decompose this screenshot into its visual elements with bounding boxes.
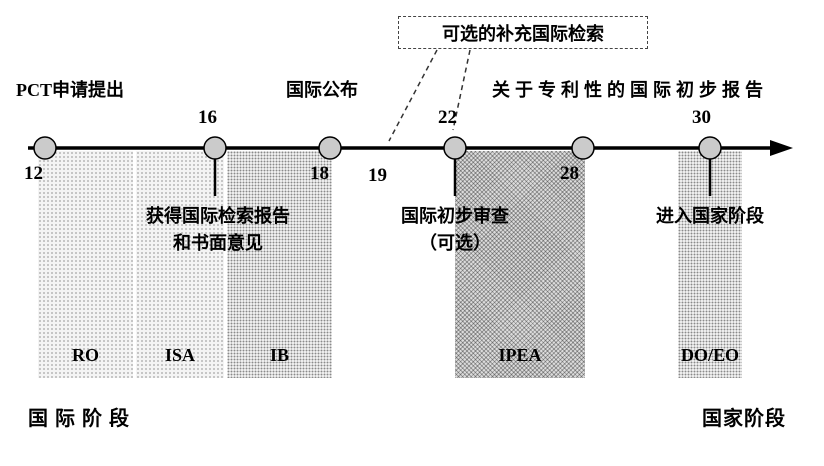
national-phase-label: 国家阶段	[702, 408, 786, 430]
band-ipea-label: IPEA	[498, 345, 542, 365]
node-month-22	[443, 136, 467, 160]
search-report-line1: 获得国际检索报告	[146, 206, 290, 226]
pct-filing-label: PCT申请提出	[16, 80, 124, 100]
month-18: 18	[310, 163, 329, 184]
timeline-arrowhead	[770, 140, 793, 156]
node-month-30	[698, 136, 722, 160]
month-12: 12	[24, 163, 43, 184]
national-entry-annotation: 进入国家阶段	[612, 203, 808, 230]
month-30: 30	[692, 107, 711, 128]
month-22: 22	[438, 107, 457, 128]
preliminary-exam-annotation: 国际初步审查 （可选）	[357, 203, 553, 257]
month-28: 28	[560, 163, 579, 184]
supplementary-search-label: 可选的补充国际检索	[442, 23, 604, 44]
iprp-label: 关于专利性的国际初步报告	[492, 80, 768, 100]
band-isa-label: ISA	[164, 345, 195, 365]
band-doeo-label: DO/EO	[680, 345, 739, 365]
callout-connector-right	[452, 49, 471, 131]
search-report-annotation: 获得国际检索报告 和书面意见	[120, 203, 316, 257]
band-isa: ISA	[136, 151, 224, 378]
node-month-16	[203, 136, 227, 160]
preliminary-exam-line2: （可选）	[419, 233, 491, 253]
band-ro-label: RO	[72, 345, 99, 365]
supplementary-search-callout: 可选的补充国际检索	[398, 16, 648, 49]
month-19: 19	[368, 165, 387, 186]
callout-connector-left	[388, 49, 438, 142]
node-month-12	[33, 136, 57, 160]
international-phase-label: 国 际 阶 段	[28, 408, 130, 430]
band-ro: RO	[38, 151, 133, 378]
national-entry-label: 进入国家阶段	[656, 206, 764, 226]
band-ib-label: IB	[269, 345, 289, 365]
search-report-line2: 和书面意见	[173, 233, 263, 253]
month-16: 16	[198, 107, 217, 128]
node-month-18	[318, 136, 342, 160]
node-month-28	[571, 136, 595, 160]
intl-publication-label: 国际公布	[286, 80, 358, 100]
preliminary-exam-line1: 国际初步审查	[401, 206, 509, 226]
band-ib: IB	[227, 151, 332, 378]
band-ipea: IPEA	[455, 151, 585, 378]
